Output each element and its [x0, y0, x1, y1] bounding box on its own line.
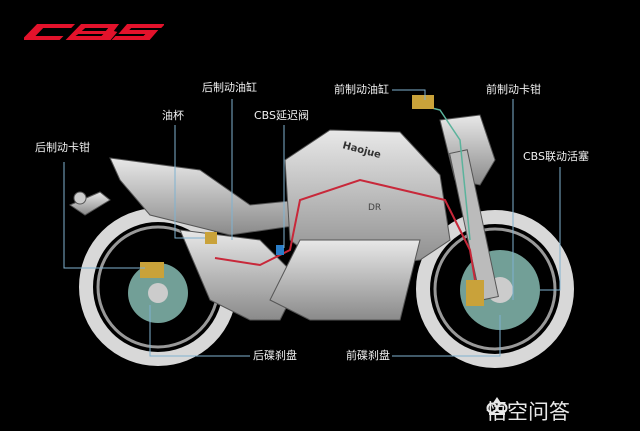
bike-body	[68, 114, 499, 321]
label-front-caliper: 前制动卡钳	[486, 83, 541, 96]
watermark: 悟空问答	[486, 396, 570, 426]
brake-line	[214, 178, 476, 281]
model-text: DR	[368, 203, 381, 213]
label-cbs-piston: CBS联动活塞	[523, 150, 590, 163]
cbs-delay-valve	[276, 245, 284, 255]
label-front-disc: 前碟刹盘	[346, 349, 390, 362]
wukong-logo-icon	[486, 397, 508, 415]
label-oil-cup: 油杯	[162, 109, 184, 122]
label-rear-master-cylinder: 后制动油缸	[202, 81, 257, 94]
front-caliper	[466, 280, 484, 306]
leader-lines	[63, 89, 561, 357]
label-cbs-delay-valve: CBS延迟阀	[254, 109, 310, 122]
front-master-cylinder	[412, 95, 434, 109]
cbs-logo	[24, 24, 164, 40]
label-rear-caliper: 后制动卡钳	[35, 141, 90, 154]
rear-caliper	[140, 262, 164, 278]
oil-cup	[205, 232, 217, 244]
label-front-master-cylinder: 前制动油缸	[334, 83, 389, 96]
label-rear-disc: 后碟刹盘	[253, 349, 297, 362]
